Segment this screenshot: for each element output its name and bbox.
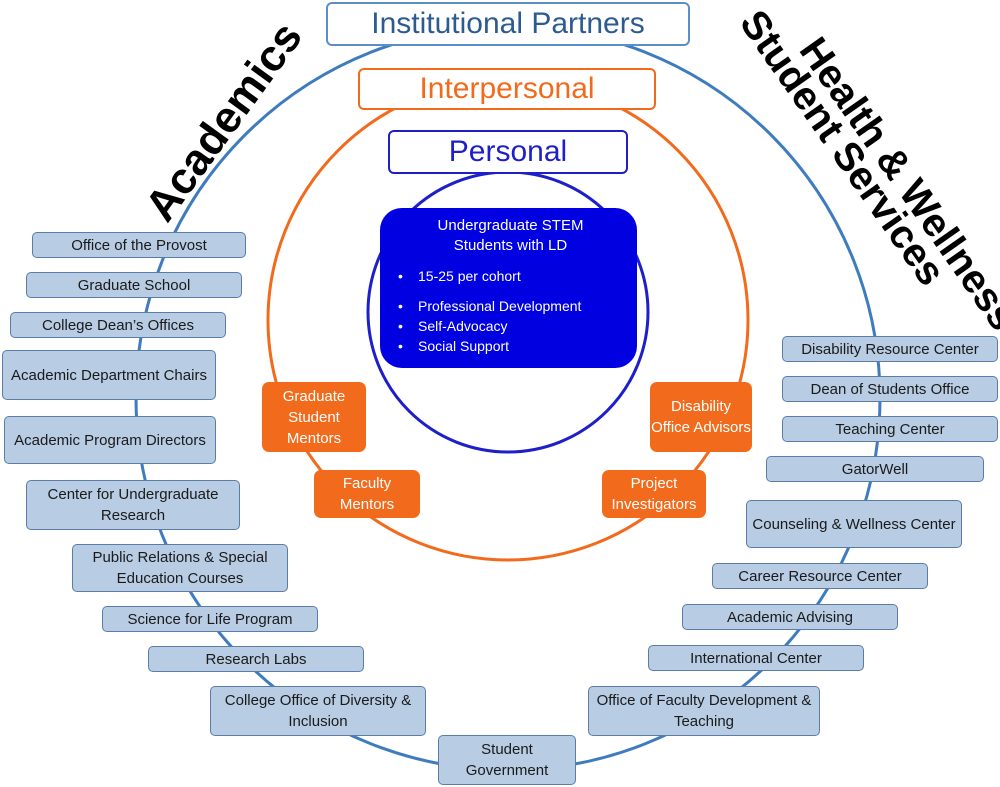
- partner-academic-program-directors: Academic Program Directors: [4, 416, 216, 464]
- center-bullet: 15-25 per cohort: [394, 266, 627, 286]
- graduate-student-mentors-box: Graduate Student Mentors: [262, 382, 366, 452]
- partner-academic-advising: Academic Advising: [682, 604, 898, 630]
- partner-student-government: Student Government: [438, 735, 576, 785]
- partner-academic-department-chairs: Academic Department Chairs: [2, 350, 216, 400]
- partner-college-deans-offices: College Dean’s Offices: [10, 312, 226, 338]
- partner-office-of-provost: Office of the Provost: [32, 232, 246, 258]
- partner-science-for-life: Science for Life Program: [102, 606, 318, 632]
- partner-disability-resource-center: Disability Resource Center: [782, 336, 998, 362]
- faculty-mentors-box: Faculty Mentors: [314, 470, 420, 518]
- center-bullet: Social Support: [394, 336, 627, 356]
- interpersonal-title: Interpersonal: [358, 68, 656, 110]
- partner-gatorwell: GatorWell: [766, 456, 984, 482]
- partner-dean-of-students: Dean of Students Office: [782, 376, 998, 402]
- partner-counseling-wellness: Counseling & Wellness Center: [746, 500, 962, 548]
- partner-center-undergraduate-research: Center for Undergraduate Research: [26, 480, 240, 530]
- center-bullet: Professional Development: [394, 296, 627, 316]
- institutional-partners-title: Institutional Partners: [326, 2, 690, 46]
- partner-international-center: International Center: [648, 645, 864, 671]
- personal-title: Personal: [388, 130, 628, 174]
- center-students-box: Undergraduate STEM Students with LD 15-2…: [380, 208, 637, 368]
- center-title: Undergraduate STEM Students with LD: [394, 216, 627, 256]
- center-title-line2: Students with LD: [453, 237, 568, 254]
- partner-career-resource-center: Career Resource Center: [712, 563, 928, 589]
- partner-public-relations-courses: Public Relations & Special Education Cou…: [72, 544, 288, 592]
- disability-office-advisors-box: Disability Office Advisors: [650, 382, 752, 452]
- center-bullet-list: 15-25 per cohort Professional Developmen…: [394, 266, 627, 356]
- partner-office-faculty-development: Office of Faculty Development & Teaching: [588, 686, 820, 736]
- center-title-line1: Undergraduate STEM: [437, 217, 584, 234]
- partner-teaching-center: Teaching Center: [782, 416, 998, 442]
- partner-graduate-school: Graduate School: [26, 272, 242, 298]
- center-bullet: Self-Advocacy: [394, 316, 627, 336]
- project-investigators-box: Project Investigators: [602, 470, 706, 518]
- partner-research-labs: Research Labs: [148, 646, 364, 672]
- partner-college-office-diversity: College Office of Diversity & Inclusion: [210, 686, 426, 736]
